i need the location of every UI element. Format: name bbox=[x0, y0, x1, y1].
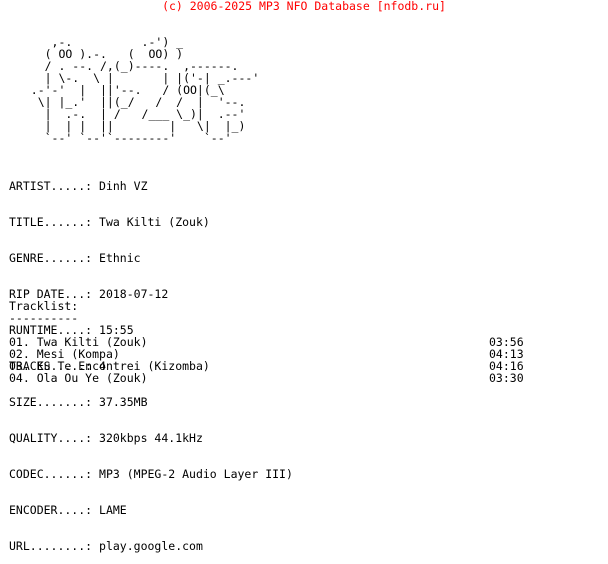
tracklist-underline: ---------- bbox=[9, 311, 79, 325]
info-row-rip-date: RIP DATE...: 2018-07-12 bbox=[9, 288, 293, 300]
info-label: TITLE......: bbox=[9, 215, 93, 229]
track-row: 03. Eu Te Encontrei (Kizomba) 04:16 bbox=[9, 360, 569, 372]
track-duration: 04:13 bbox=[489, 347, 524, 361]
ascii-art-logo: ,-. .-') _ ( OO ).-. ( OO) ) / . --. /,(… bbox=[30, 35, 260, 145]
info-row-codec: CODEC......: MP3 (MPEG-2 Audio Layer III… bbox=[9, 468, 293, 480]
info-label: ENCODER....: bbox=[9, 503, 93, 517]
info-value: 2018-07-12 bbox=[99, 287, 169, 301]
track-title: Twa Kilti (Zouk) bbox=[36, 335, 148, 349]
info-value: play.google.com bbox=[99, 539, 203, 553]
info-row-title: TITLE......: Twa Kilti (Zouk) bbox=[9, 216, 293, 228]
info-label: RIP DATE...: bbox=[9, 287, 93, 301]
track-row: 04. Ola Ou Ye (Zouk) 03:30 bbox=[9, 372, 569, 384]
info-label: SIZE.......: bbox=[9, 395, 93, 409]
tracklist-heading: Tracklist: bbox=[9, 299, 79, 313]
track-number: 04. bbox=[9, 371, 30, 385]
track-number: 02. bbox=[9, 347, 30, 361]
track-number: 03. bbox=[9, 359, 30, 373]
info-value: Dinh VZ bbox=[99, 179, 148, 193]
info-row-quality: QUALITY....: 320kbps 44.1kHz bbox=[9, 432, 293, 444]
track-title: Eu Te Encontrei (Kizomba) bbox=[36, 359, 210, 373]
info-label: URL........: bbox=[9, 539, 93, 553]
info-value: 15:55 bbox=[99, 323, 134, 337]
info-row-artist: ARTIST.....: Dinh VZ bbox=[9, 180, 293, 192]
info-value: 4 bbox=[99, 359, 106, 373]
info-label: QUALITY....: bbox=[9, 431, 93, 445]
info-label: ARTIST.....: bbox=[9, 179, 93, 193]
track-title: Mesi (Kompa) bbox=[36, 347, 120, 361]
info-row-size: SIZE.......: 37.35MB bbox=[9, 396, 293, 408]
info-row-encoder: ENCODER....: LAME bbox=[9, 504, 293, 516]
info-value: LAME bbox=[99, 503, 127, 517]
info-value: 320kbps 44.1kHz bbox=[99, 431, 203, 445]
info-label: RUNTIME....: bbox=[9, 323, 93, 337]
track-row: 01. Twa Kilti (Zouk) 03:56 bbox=[9, 336, 569, 348]
info-label: TRACKS.....: bbox=[9, 359, 93, 373]
track-duration: 03:56 bbox=[489, 335, 524, 349]
track-title: Ola Ou Ye (Zouk) bbox=[36, 371, 148, 385]
info-label: CODEC......: bbox=[9, 467, 93, 481]
info-row-runtime: RUNTIME....: 15:55 bbox=[9, 324, 293, 336]
info-row-tracks: TRACKS.....: 4 bbox=[9, 360, 293, 372]
info-value: 37.35MB bbox=[99, 395, 148, 409]
tracklist: Tracklist: ---------- 01. Twa Kilti (Zou… bbox=[9, 300, 569, 384]
page-header: (c) 2006-2025 MP3 NFO Database [nfodb.ru… bbox=[162, 0, 446, 13]
info-value: Ethnic bbox=[99, 251, 141, 265]
info-row-genre: GENRE......: Ethnic bbox=[9, 252, 293, 264]
info-label: GENRE......: bbox=[9, 251, 93, 265]
info-row-url: URL........: play.google.com bbox=[9, 540, 293, 552]
track-number: 01. bbox=[9, 335, 30, 349]
track-row: 02. Mesi (Kompa) 04:13 bbox=[9, 348, 569, 360]
track-duration: 04:16 bbox=[489, 359, 524, 373]
info-value: Twa Kilti (Zouk) bbox=[99, 215, 210, 229]
track-duration: 03:30 bbox=[489, 371, 524, 385]
info-value: MP3 (MPEG-2 Audio Layer III) bbox=[99, 467, 293, 481]
